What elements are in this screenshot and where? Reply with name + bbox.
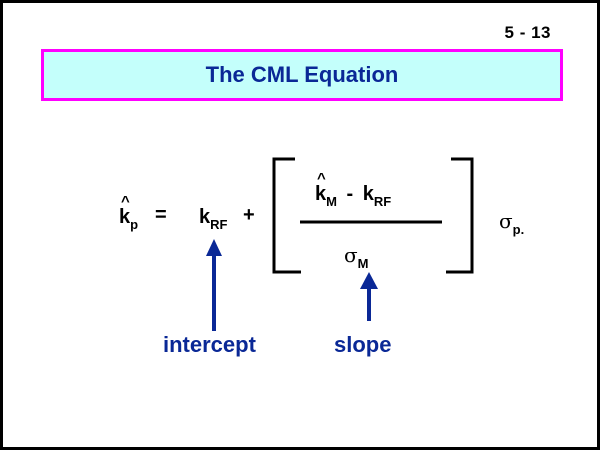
sigma-m-base: σ [344, 243, 358, 267]
sigma-p-subscript: p [512, 222, 521, 237]
slide-number: 5 - 13 [504, 23, 551, 42]
k-rf-num-subscript: RF [373, 194, 392, 209]
minus-sign: - [346, 183, 354, 205]
k-rf-num-base: k [362, 183, 374, 205]
lhs-subscript: p [130, 217, 139, 232]
lhs-term: kp [119, 193, 139, 232]
slope-arrow-up-arrow-icon [360, 272, 378, 321]
intercept-arrow-up-arrow-icon [206, 239, 222, 331]
right-bracket [446, 157, 474, 274]
slide-title: The CML Equation [205, 62, 399, 87]
slope-label: slope [334, 332, 392, 357]
equals-sign: = [155, 204, 167, 226]
sigma-p-base: σ [499, 209, 513, 233]
intercept-label: intercept [163, 332, 256, 357]
sigma-p-term: σp. [499, 209, 524, 237]
left-bracket [272, 157, 301, 274]
k-rf-subscript: RF [210, 217, 228, 232]
numerator: kM - kRF [315, 170, 392, 209]
plus-sign: + [243, 204, 255, 226]
k-m-subscript: M [326, 194, 337, 209]
k-hat: k [119, 193, 130, 229]
k-rf-base: k [199, 206, 211, 228]
k-m-hat: k [315, 170, 326, 206]
equation-graphics [206, 157, 474, 331]
denominator: σM [344, 243, 369, 271]
sigma-p-period: . [520, 222, 525, 237]
sigma-m-subscript: M [357, 256, 369, 271]
intercept-term: kRF [199, 206, 228, 232]
title-box: The CML Equation [41, 49, 563, 101]
